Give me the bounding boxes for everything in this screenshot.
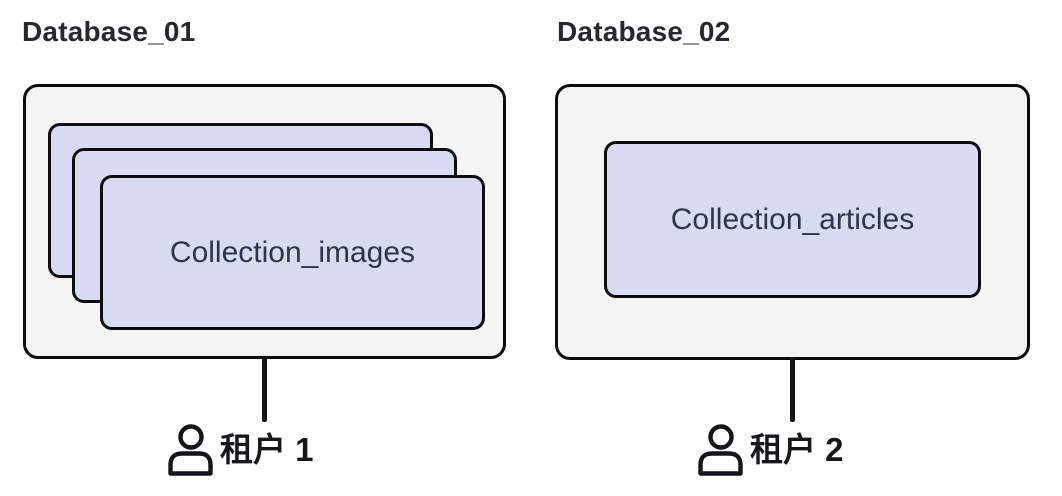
collection-card-images: Collection_images <box>100 175 485 330</box>
person-icon <box>167 424 213 476</box>
tenant-2-label: 租户 2 <box>750 431 844 468</box>
database-2-title: Database_02 <box>557 16 731 47</box>
connector-line-database-1 <box>262 357 267 422</box>
database-1-title: Database_01 <box>22 16 196 47</box>
tenant-1-label: 租户 1 <box>220 431 314 468</box>
tenant-1: 租户 1 <box>167 424 314 476</box>
person-icon <box>697 424 743 476</box>
database-2-box: Collection_articles <box>555 84 1030 360</box>
collection-card-articles: Collection_articles <box>604 141 981 298</box>
tenant-2: 租户 2 <box>697 424 844 476</box>
database-1-box: Collection_images <box>23 84 506 359</box>
collection-card-label: Collection_images <box>169 235 416 269</box>
connector-line-database-2 <box>790 357 795 422</box>
collection-card-label: Collection_articles <box>670 202 915 236</box>
